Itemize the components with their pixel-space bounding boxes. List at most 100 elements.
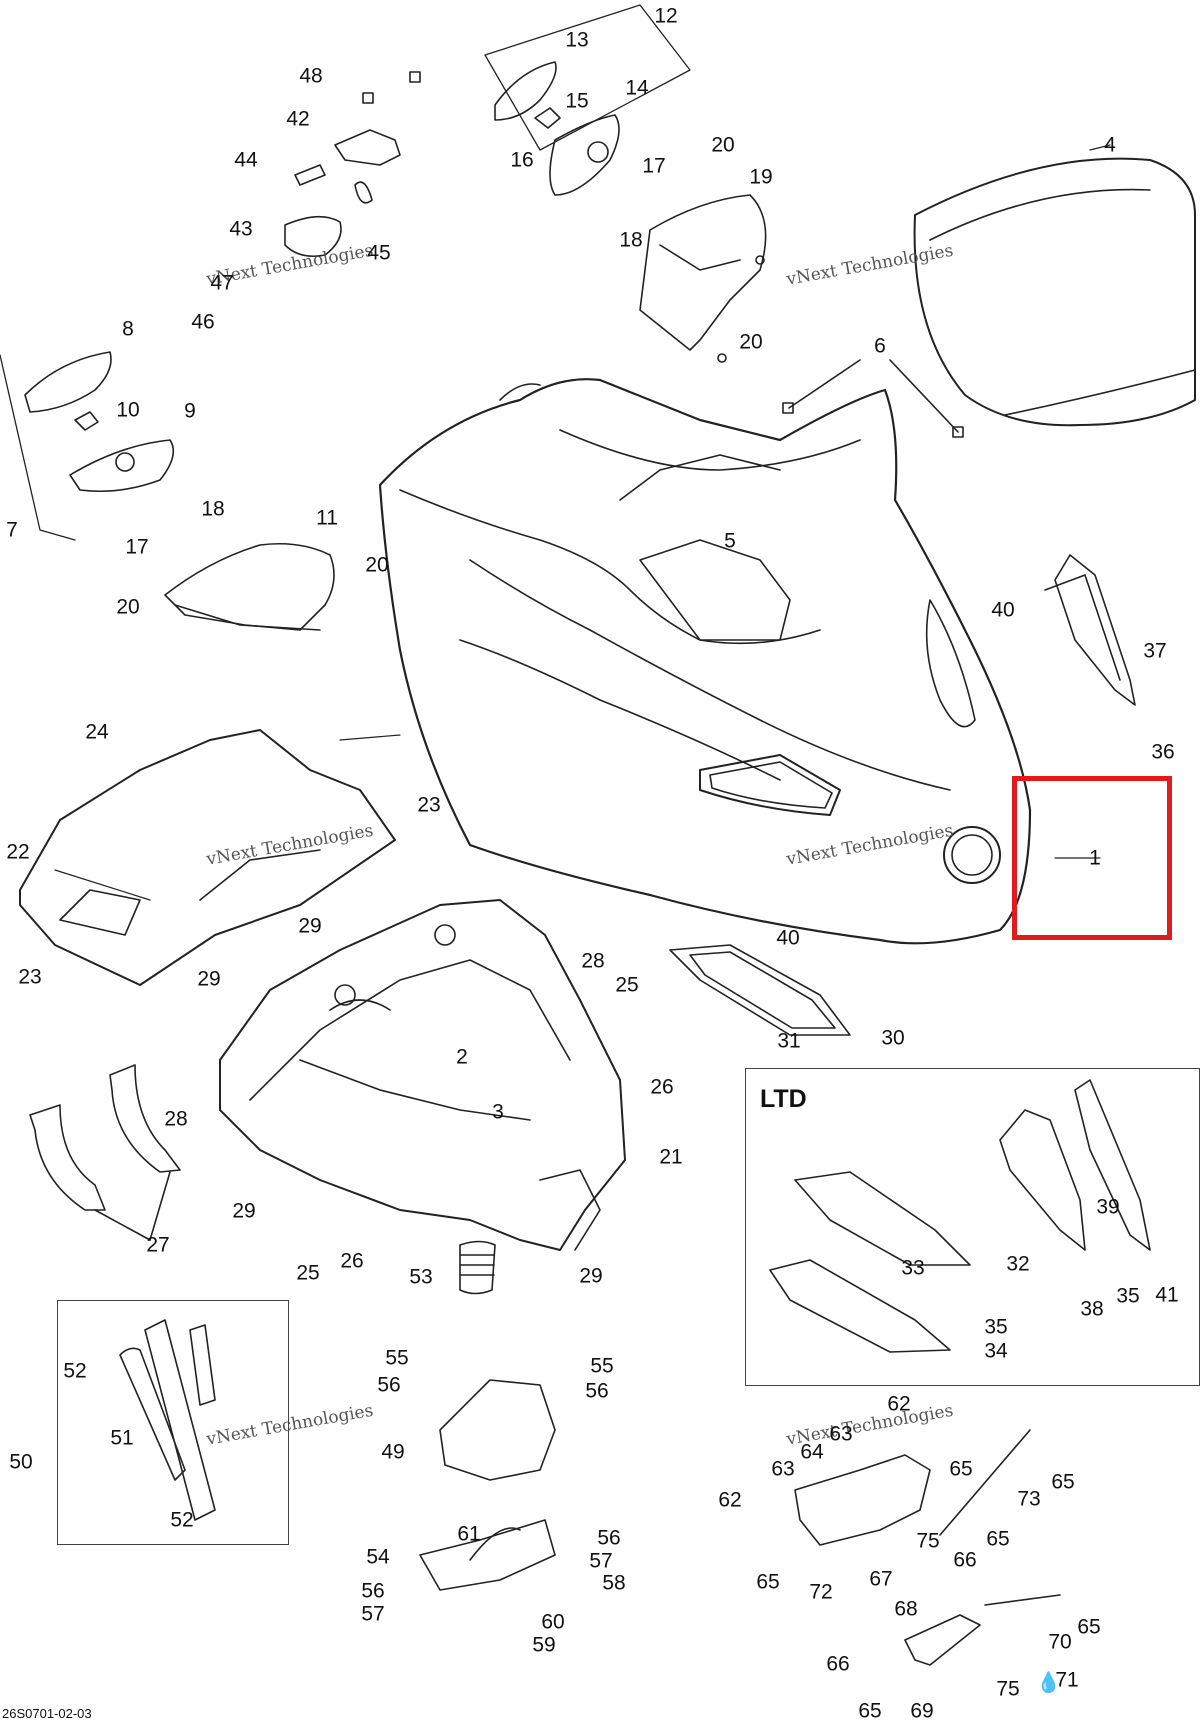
callout-17-top[interactable]: 17 <box>642 154 666 178</box>
callout-64[interactable]: 64 <box>800 1440 824 1464</box>
callout-68[interactable]: 68 <box>894 1597 918 1621</box>
callout-32[interactable]: 32 <box>1006 1252 1030 1276</box>
callout-34[interactable]: 34 <box>984 1339 1008 1363</box>
callout-45[interactable]: 45 <box>367 241 391 265</box>
callout-16[interactable]: 16 <box>510 148 534 172</box>
callout-62-a[interactable]: 62 <box>887 1392 911 1416</box>
callout-48[interactable]: 48 <box>299 64 323 88</box>
callout-54[interactable]: 54 <box>366 1545 390 1569</box>
callout-7[interactable]: 7 <box>6 518 18 542</box>
callout-62-b[interactable]: 62 <box>718 1488 742 1512</box>
callout-53[interactable]: 53 <box>409 1265 433 1289</box>
callout-3[interactable]: 3 <box>492 1100 504 1124</box>
callout-75-b[interactable]: 75 <box>996 1677 1020 1701</box>
callout-63-b[interactable]: 63 <box>771 1457 795 1481</box>
callout-35-b[interactable]: 35 <box>1116 1284 1140 1308</box>
callout-49[interactable]: 49 <box>381 1440 405 1464</box>
callout-4[interactable]: 4 <box>1104 133 1116 157</box>
callout-18-top[interactable]: 18 <box>619 228 643 252</box>
callout-61[interactable]: 61 <box>457 1522 481 1546</box>
callout-13[interactable]: 13 <box>565 28 589 52</box>
callout-2[interactable]: 2 <box>456 1045 468 1069</box>
callout-57-a[interactable]: 57 <box>589 1549 613 1573</box>
callout-33[interactable]: 33 <box>901 1256 925 1280</box>
callout-70[interactable]: 70 <box>1048 1630 1072 1654</box>
callout-12[interactable]: 12 <box>654 4 678 28</box>
callout-55-b[interactable]: 55 <box>590 1354 614 1378</box>
callout-52-b[interactable]: 52 <box>170 1508 194 1532</box>
callout-23-b[interactable]: 23 <box>18 965 42 989</box>
callout-20-d[interactable]: 20 <box>365 553 389 577</box>
callout-20-b[interactable]: 20 <box>739 330 763 354</box>
callout-28-b[interactable]: 28 <box>164 1107 188 1131</box>
callout-20-c[interactable]: 20 <box>116 595 140 619</box>
callout-23-a[interactable]: 23 <box>417 793 441 817</box>
callout-40-b[interactable]: 40 <box>776 926 800 950</box>
callout-41[interactable]: 41 <box>1155 1283 1179 1307</box>
callout-26-a[interactable]: 26 <box>650 1075 674 1099</box>
callout-75-a[interactable]: 75 <box>916 1529 940 1553</box>
callout-46[interactable]: 46 <box>191 310 215 334</box>
callout-9[interactable]: 9 <box>184 399 196 423</box>
callout-44[interactable]: 44 <box>234 148 258 172</box>
callout-66-a[interactable]: 66 <box>953 1548 977 1572</box>
callout-50[interactable]: 50 <box>9 1450 33 1474</box>
callout-47[interactable]: 47 <box>210 271 234 295</box>
callout-72[interactable]: 72 <box>809 1580 833 1604</box>
callout-29-c[interactable]: 29 <box>232 1199 256 1223</box>
callout-55-a[interactable]: 55 <box>385 1346 409 1370</box>
callout-65-b[interactable]: 65 <box>1051 1470 1075 1494</box>
callout-56-a[interactable]: 56 <box>377 1373 401 1397</box>
callout-20-a[interactable]: 20 <box>711 133 735 157</box>
callout-15[interactable]: 15 <box>565 89 589 113</box>
callout-60[interactable]: 60 <box>541 1610 565 1634</box>
callout-51[interactable]: 51 <box>110 1426 134 1450</box>
callout-42[interactable]: 42 <box>286 107 310 131</box>
callout-65-f[interactable]: 65 <box>858 1699 882 1723</box>
callout-59[interactable]: 59 <box>532 1633 556 1657</box>
callout-39[interactable]: 39 <box>1096 1195 1120 1219</box>
callout-56-d[interactable]: 56 <box>361 1579 385 1603</box>
callout-29-b[interactable]: 29 <box>197 967 221 991</box>
callout-35-a[interactable]: 35 <box>984 1315 1008 1339</box>
callout-71[interactable]: 71 <box>1055 1668 1079 1692</box>
callout-17-left[interactable]: 17 <box>125 535 149 559</box>
callout-21[interactable]: 21 <box>659 1145 683 1169</box>
callout-25-b[interactable]: 25 <box>296 1261 320 1285</box>
callout-36[interactable]: 36 <box>1151 740 1175 764</box>
callout-28-a[interactable]: 28 <box>581 949 605 973</box>
callout-56-c[interactable]: 56 <box>597 1526 621 1550</box>
callout-37[interactable]: 37 <box>1143 639 1167 663</box>
callout-31[interactable]: 31 <box>777 1029 801 1053</box>
callout-69[interactable]: 69 <box>910 1699 934 1723</box>
callout-26-b[interactable]: 26 <box>340 1249 364 1273</box>
callout-29-a[interactable]: 29 <box>298 914 322 938</box>
callout-14[interactable]: 14 <box>625 76 649 100</box>
callout-65-e[interactable]: 65 <box>1077 1615 1101 1639</box>
callout-65-c[interactable]: 65 <box>756 1570 780 1594</box>
callout-67[interactable]: 67 <box>869 1567 893 1591</box>
callout-43[interactable]: 43 <box>229 217 253 241</box>
callout-58[interactable]: 58 <box>602 1571 626 1595</box>
callout-73[interactable]: 73 <box>1017 1487 1041 1511</box>
callout-63-a[interactable]: 63 <box>829 1422 853 1446</box>
callout-8[interactable]: 8 <box>122 317 134 341</box>
callout-5[interactable]: 5 <box>724 529 736 553</box>
callout-40-a[interactable]: 40 <box>991 598 1015 622</box>
callout-11[interactable]: 11 <box>316 506 338 530</box>
callout-29-d[interactable]: 29 <box>579 1264 603 1288</box>
callout-22[interactable]: 22 <box>6 840 30 864</box>
callout-1[interactable]: 1 <box>1089 846 1101 870</box>
callout-56-b[interactable]: 56 <box>585 1379 609 1403</box>
callout-66-b[interactable]: 66 <box>826 1652 850 1676</box>
callout-27[interactable]: 27 <box>146 1233 170 1257</box>
callout-25-a[interactable]: 25 <box>615 973 639 997</box>
callout-24[interactable]: 24 <box>85 720 109 744</box>
callout-65-d[interactable]: 65 <box>986 1527 1010 1551</box>
callout-18-left[interactable]: 18 <box>201 497 225 521</box>
callout-6[interactable]: 6 <box>874 334 886 358</box>
callout-57-b[interactable]: 57 <box>361 1602 385 1626</box>
callout-65-a[interactable]: 65 <box>949 1457 973 1481</box>
callout-10[interactable]: 10 <box>116 398 140 422</box>
callout-52-a[interactable]: 52 <box>63 1359 87 1383</box>
